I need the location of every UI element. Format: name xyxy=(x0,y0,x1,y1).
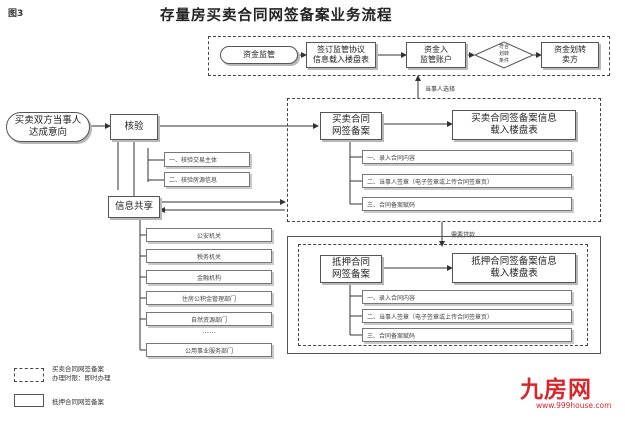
verify-node: 核验 xyxy=(110,114,158,140)
sale-contract-region xyxy=(287,98,601,222)
sale-step-sign: 二、当事人签章（电子签章或上传合同签章页） xyxy=(362,174,572,188)
verify-item-property: 二、核验房源信息 xyxy=(164,172,250,187)
mortgage-contract-result-node: 抵押合同签备案信息 载入楼盘表 xyxy=(452,253,576,283)
meet-condition-label: 符合 划转 条件 xyxy=(498,44,509,64)
fund-supervision-node: 资金监管 xyxy=(220,46,298,64)
watermark-url: www.999house.com xyxy=(536,401,612,410)
sale-contract-node: 买卖合同 网签备案 xyxy=(320,112,382,140)
start-node: 买卖双方当事人 达成意向 xyxy=(6,112,90,142)
legend-dashed-swatch xyxy=(14,368,44,382)
watermark-brand-logo: 九房网 xyxy=(520,377,592,403)
legend-solid-label: 抵押合同网签备案 xyxy=(52,398,104,406)
mortgage-step-sign: 二、当事人签章（电子签章或上传合同签章页） xyxy=(362,309,572,323)
page-title: 存量房买卖合同网签备案业务流程 xyxy=(160,8,393,24)
legend-solid-swatch xyxy=(14,394,44,407)
parties-select-label: 当事人选择 xyxy=(425,86,456,93)
share-item-police: 公安机关 xyxy=(146,228,272,242)
share-item-housing-fund: 住房公积金管理部门 xyxy=(146,291,272,305)
fund-supervision-region xyxy=(208,36,610,76)
share-item-tax: 税务机关 xyxy=(146,249,272,263)
need-loan-label: 需要贷款 xyxy=(451,232,476,239)
verify-item-subject: 一、核验交易主体 xyxy=(164,152,250,167)
sign-agreement-node: 签订监管协议 信息载入楼盘表 xyxy=(306,42,376,68)
figure-label: 图3 xyxy=(8,9,24,19)
meet-condition-decision xyxy=(474,41,534,69)
mortgage-contract-region xyxy=(287,236,601,354)
mortgage-contract-outer xyxy=(298,244,588,346)
mortgage-step-record-code: 三、合同备案赋码 xyxy=(362,328,572,342)
share-item-finance: 金融机构 xyxy=(146,270,272,284)
funds-into-account-node: 资金入 监管账户 xyxy=(406,42,466,68)
mortgage-contract-node: 抵押合同 网签备案 xyxy=(320,255,382,283)
mortgage-step-enter-content: 一、录入合同内容 xyxy=(362,290,572,304)
share-item-natural-resources: 自然资源部门 xyxy=(146,312,272,326)
sale-step-record-code: 三、合同备案赋码 xyxy=(362,197,572,211)
share-item-public-utility: 公用事业服务部门 xyxy=(146,343,272,357)
sale-contract-result-node: 买卖合同签备案信息 载入楼盘表 xyxy=(452,110,576,140)
funds-transfer-node: 资金划转 卖方 xyxy=(541,42,599,68)
info-share-node: 信息共享 xyxy=(108,196,160,218)
legend-dashed-label: 买卖合同网签备案 办理时限：即时办理 xyxy=(52,365,111,383)
share-item-ellipsis: …… xyxy=(202,327,216,335)
sale-step-enter-content: 一、录入合同内容 xyxy=(362,150,572,164)
